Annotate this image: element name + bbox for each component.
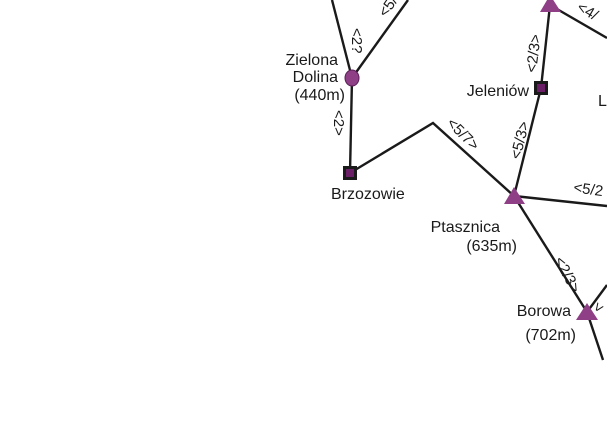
place-label-brzozowie: Brzozowie [331,186,405,203]
route-label-jeleniow-up: <2/3> [523,33,545,73]
trail-top-left-vertical [330,0,354,79]
route-label-ptasznica-borowa: <2/3> [550,254,583,296]
route-label-jeleniow-ptasznica: <5/3> [507,119,533,161]
place-label-borowa: Borowa [517,303,571,320]
borowa-marker[interactable] [576,303,598,320]
trail-ptasznica-borowa [512,195,589,313]
place-label-jeleniow: Jeleniów [467,83,530,100]
place-elevation-ptasznica: (635m) [466,238,517,255]
jeleniow-marker[interactable] [534,81,548,95]
trail-jeleniow-ptasznica [512,87,543,197]
trail-brzozowie-ptasznica [349,121,515,197]
zielona-dolina-marker[interactable] [344,69,360,87]
trail-zielona-brzozowie [348,77,354,174]
route-label-top-left-diagonal: <5/ [375,0,402,20]
place-elevation-borowa: (702m) [525,327,576,344]
ptasznica-marker[interactable] [504,187,525,204]
route-label-brzozowie-ptasznica: <5/7> [443,115,482,154]
top-right-marker[interactable] [540,0,561,12]
trail-jeleniow-up [539,4,552,89]
place-label-zielona-line1: Zielona [286,52,339,69]
place-label-zielona-line2: Dolina [293,69,338,86]
brzozowie-marker[interactable] [343,166,357,180]
place-label-ptasznica: Ptasznica [431,219,500,236]
route-label-top-left-vertical: <2? [348,28,365,53]
route-label-ptasznica-right: <5/2 [572,179,604,200]
route-label-zielona-brzozowie: <2> [330,110,347,136]
trail-borowa-right [586,284,607,313]
place-label-partial-right: L [598,93,607,110]
place-elevation-zielona: (440m) [294,87,345,104]
trail-top-left-diagonal [351,0,409,79]
trail-ptasznica-right [513,194,607,208]
